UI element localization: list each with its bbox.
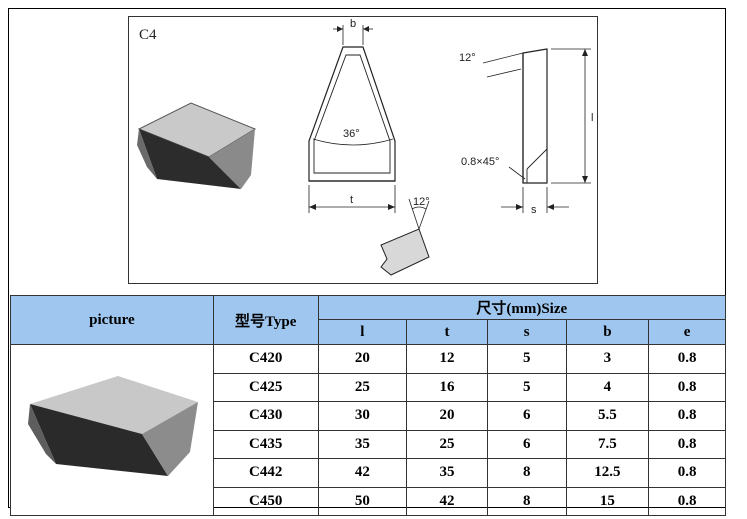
l-cell: 50 — [317, 486, 408, 516]
spec-table: picture 型号Type 尺寸(mm)Size l t s b e C420… — [10, 295, 727, 516]
t-cell: 20 — [406, 401, 488, 431]
l-cell: 30 — [317, 401, 408, 431]
model-label: C4 — [139, 27, 157, 43]
col-t-header: t — [406, 319, 488, 345]
t-cell: 16 — [406, 372, 488, 402]
type-cell: C450 — [212, 486, 319, 516]
s-cell: 6 — [486, 401, 567, 431]
dim-s-label: s — [531, 204, 537, 216]
technical-drawing: C4 — [128, 16, 598, 284]
t-cell: 42 — [406, 486, 488, 516]
l-cell: 35 — [317, 429, 408, 459]
front-view — [308, 25, 396, 213]
e-cell: 0.8 — [648, 401, 726, 431]
insert-photo — [27, 375, 198, 476]
size-header: 尺寸(mm)Size — [317, 295, 727, 320]
type-cell: C442 — [212, 458, 319, 488]
col-e-header: e — [648, 319, 726, 345]
s-cell: 5 — [486, 372, 567, 402]
e-cell: 0.8 — [648, 429, 726, 459]
b-cell: 5.5 — [565, 401, 650, 431]
s-cell: 8 — [486, 486, 567, 516]
b-cell: 7.5 — [565, 429, 650, 459]
angle-12-top-label: 12° — [459, 52, 476, 64]
drawing-canvas: b t 36° — [137, 18, 593, 276]
clearance-detail — [380, 198, 430, 276]
col-b-header: b — [565, 319, 650, 345]
e-cell: 0.8 — [648, 372, 726, 402]
s-cell: 8 — [486, 458, 567, 488]
insert-3d-illustration — [137, 102, 257, 189]
l-cell: 42 — [317, 458, 408, 488]
e-cell: 0.8 — [648, 344, 726, 374]
insert-picture-cell — [10, 344, 214, 516]
chamfer-label: 0.8×45° — [461, 156, 499, 168]
s-cell: 5 — [486, 344, 567, 374]
l-cell: 25 — [317, 372, 408, 402]
type-header: 型号Type — [212, 295, 319, 345]
picture-header: picture — [10, 295, 214, 345]
type-cell: C420 — [212, 344, 319, 374]
col-s-header: s — [486, 319, 567, 345]
b-cell: 3 — [565, 344, 650, 374]
l-cell: 20 — [317, 344, 408, 374]
b-cell: 4 — [565, 372, 650, 402]
e-cell: 0.8 — [648, 486, 726, 516]
dim-l-label: l — [591, 112, 593, 124]
t-cell: 35 — [406, 458, 488, 488]
s-cell: 6 — [486, 429, 567, 459]
t-cell: 25 — [406, 429, 488, 459]
type-cell: C430 — [212, 401, 319, 431]
type-cell: C435 — [212, 429, 319, 459]
dim-b-label: b — [350, 18, 356, 30]
b-cell: 12.5 — [565, 458, 650, 488]
e-cell: 0.8 — [648, 458, 726, 488]
b-cell: 15 — [565, 486, 650, 516]
angle-12-bottom-label: 12° — [413, 196, 430, 208]
side-view — [482, 48, 591, 213]
angle-36-label: 36° — [343, 128, 360, 140]
col-l-header: l — [317, 319, 408, 345]
type-cell: C425 — [212, 372, 319, 402]
dim-t-label: t — [350, 194, 353, 206]
t-cell: 12 — [406, 344, 488, 374]
